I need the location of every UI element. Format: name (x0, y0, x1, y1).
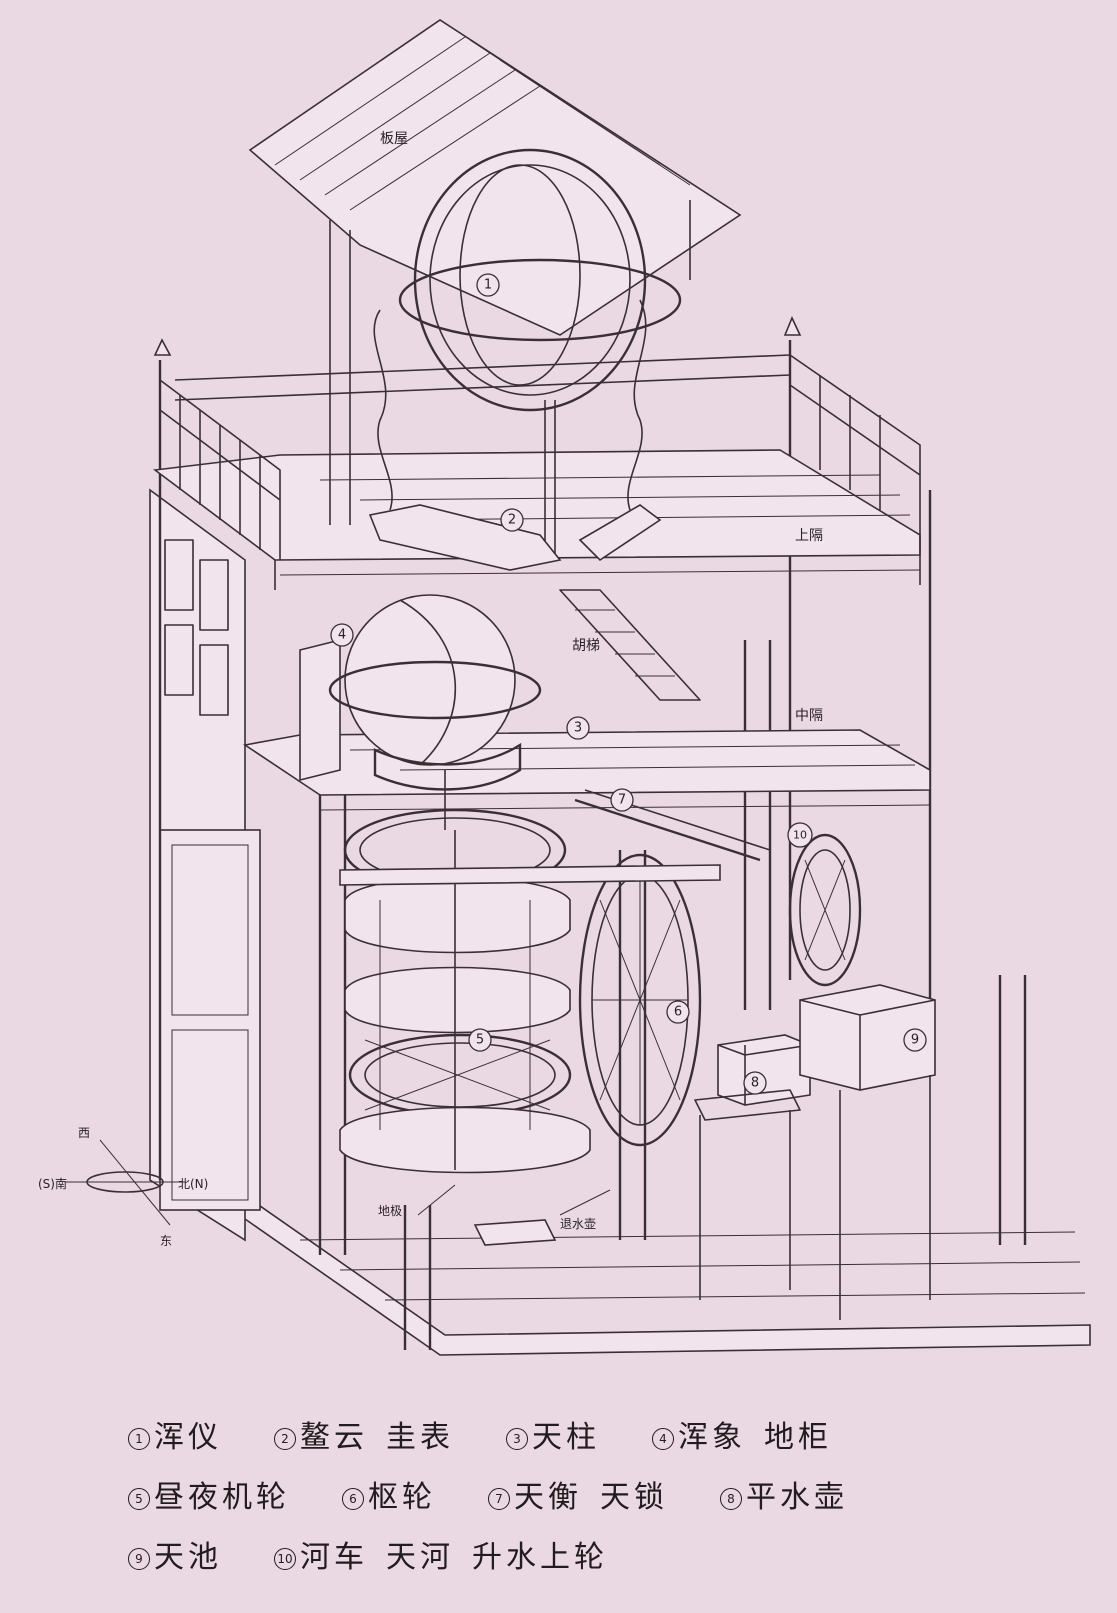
legend-term: 鳌云 (300, 1420, 368, 1455)
legend-term: 天柱 (532, 1420, 600, 1455)
armillary-sphere (373, 148, 682, 560)
svg-text:7: 7 (618, 793, 626, 808)
compass-rose: 西 东 (S)南 北(N) (38, 1126, 208, 1248)
legend-term: 昼夜机轮 (154, 1480, 290, 1515)
water-raising-wheel (788, 833, 862, 987)
legend-number: 8 (720, 1488, 742, 1510)
gnomon-base (368, 504, 662, 571)
svg-text:3: 3 (574, 721, 582, 736)
compass-west: 西 (78, 1126, 90, 1140)
legend-number: 4 (652, 1428, 674, 1450)
legend-term: 枢轮 (368, 1480, 436, 1515)
day-night-wheel-stack (339, 808, 591, 1174)
marker-1: 1 (476, 273, 500, 297)
left-wall (149, 488, 261, 1242)
legend-number: 9 (128, 1548, 150, 1570)
ground-pivot (417, 1184, 557, 1246)
celestial-balance (339, 789, 771, 886)
legend-number: 5 (128, 1488, 150, 1510)
legend-term: 浑象 (678, 1420, 746, 1455)
legend-term: 天锁 (600, 1480, 668, 1515)
marker-3: 3 (566, 716, 590, 740)
label-middle-floor: 中隔 (795, 708, 823, 724)
legend-number: 3 (506, 1428, 528, 1450)
drain-pot (559, 1189, 611, 1216)
legend-number: 7 (488, 1488, 510, 1510)
upper-reservoir (799, 984, 936, 1320)
marker-7: 7 (610, 788, 634, 812)
label-drain-pot: 退水壶 (560, 1216, 596, 1231)
compass-south: (S)南 (38, 1176, 67, 1191)
legend-term: 圭表 (386, 1420, 454, 1455)
door-panel (159, 829, 261, 1211)
legend-number: 2 (274, 1428, 296, 1450)
svg-text:5: 5 (476, 1033, 484, 1048)
label-stair: 胡梯 (572, 638, 600, 654)
svg-text:2: 2 (508, 513, 516, 528)
upper-floor (152, 316, 921, 590)
legend-number: 6 (342, 1488, 364, 1510)
svg-text:8: 8 (751, 1076, 759, 1091)
constant-level-tank (694, 1034, 811, 1300)
legend-number: 10 (274, 1548, 296, 1570)
svg-text:1: 1 (484, 278, 492, 293)
legend-term: 天河 (386, 1540, 454, 1575)
part-markers: 1 2 3 4 5 6 7 8 9 10 (330, 273, 927, 1095)
svg-text:4: 4 (338, 628, 346, 643)
label-ground-pivot: 地极 (378, 1204, 402, 1218)
legend-term: 升水上轮 (472, 1540, 608, 1575)
legend-number: 1 (128, 1428, 150, 1450)
svg-text:9: 9 (911, 1033, 919, 1048)
label-upper-floor: 上隔 (795, 528, 823, 544)
roof-house (248, 19, 742, 525)
marker-4: 4 (330, 623, 354, 647)
marker-10: 10 (787, 822, 813, 848)
marker-5: 5 (468, 1028, 492, 1052)
legend-term: 天衡 (514, 1480, 582, 1515)
compass-east: 东 (160, 1234, 172, 1248)
label-roof: 板屋 (380, 131, 408, 147)
legend-term: 浑仪 (154, 1420, 222, 1455)
legend-term: 天池 (154, 1540, 222, 1575)
svg-text:6: 6 (674, 1005, 682, 1020)
celestial-globe (299, 594, 542, 830)
legend-term: 平水壶 (746, 1480, 848, 1515)
base-platform (224, 1183, 1091, 1356)
marker-8: 8 (743, 1071, 767, 1095)
tower-frame (158, 340, 1027, 1350)
marker-9: 9 (903, 1028, 927, 1052)
marker-2: 2 (500, 508, 524, 532)
legend-term: 地柜 (764, 1420, 832, 1455)
compass-north: 北(N) (178, 1177, 208, 1191)
legend-term: 河车 (300, 1540, 368, 1575)
marker-6: 6 (666, 1000, 690, 1024)
svg-text:10: 10 (793, 829, 807, 842)
drive-wheel (578, 853, 702, 1147)
